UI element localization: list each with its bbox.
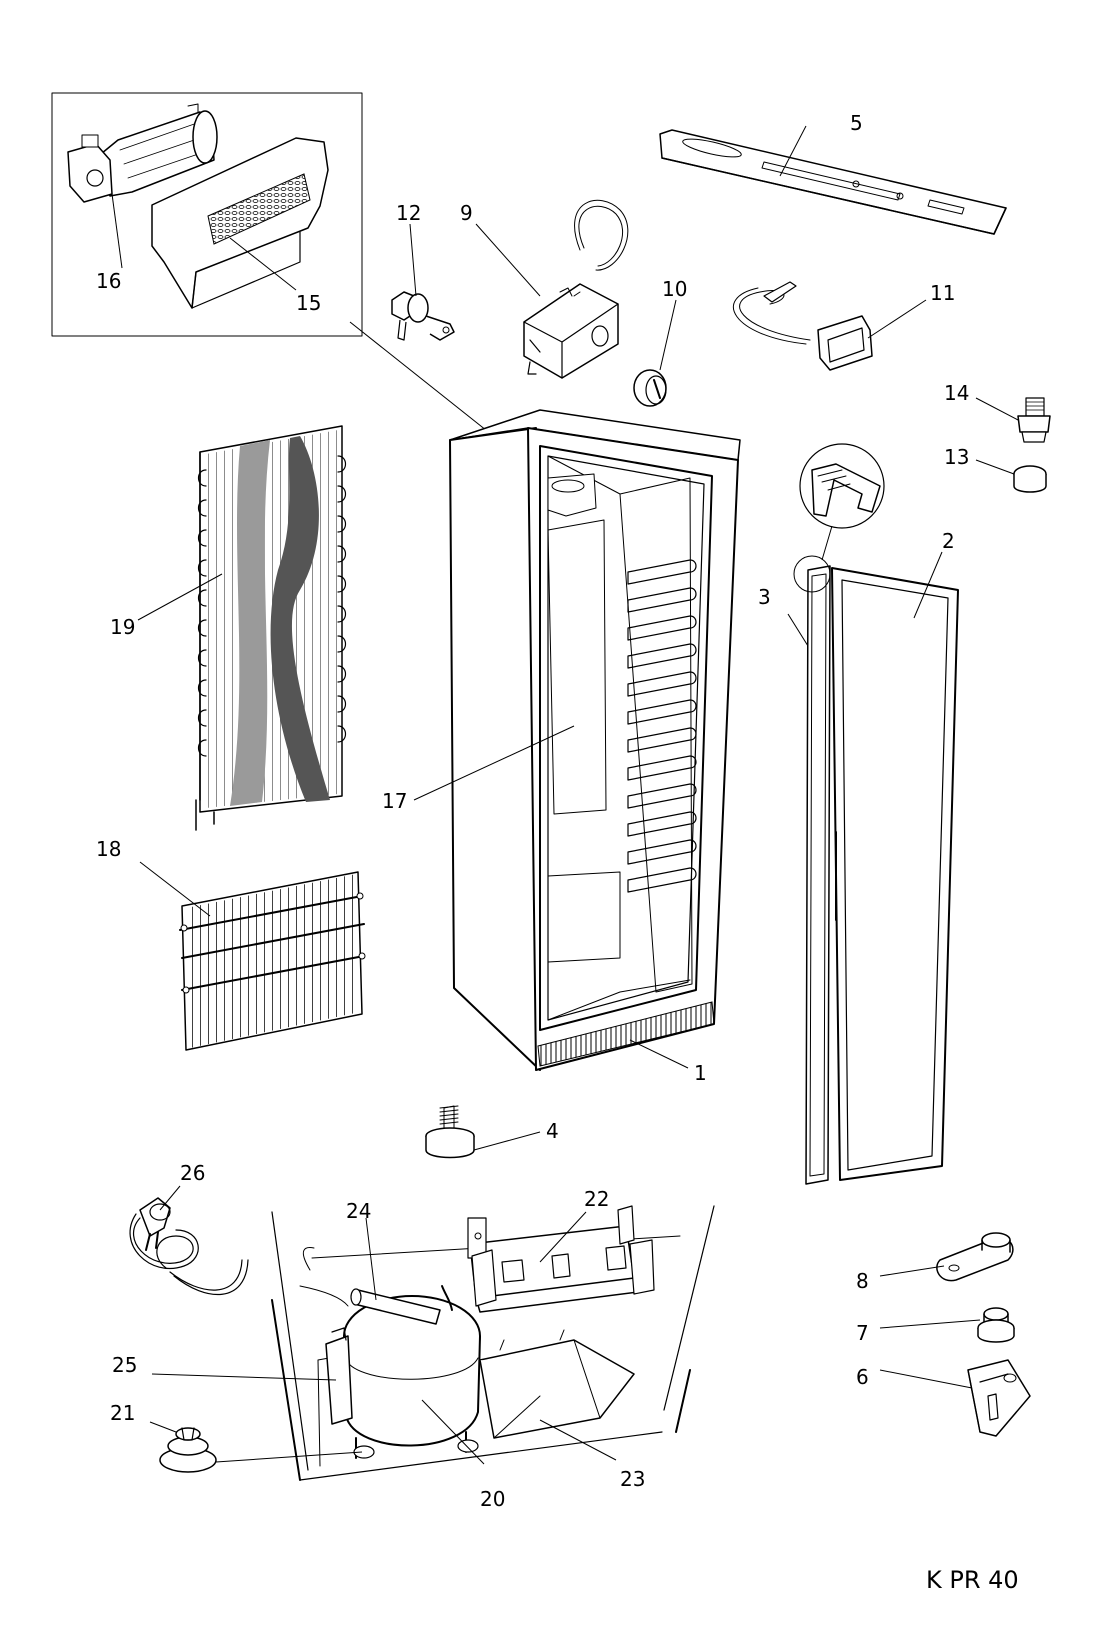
- part-13-cap: [1013, 465, 1047, 493]
- label-part-18: 18: [96, 837, 121, 861]
- label-part-19: 19: [110, 615, 135, 639]
- shelf-ribs: [627, 559, 697, 893]
- label-part-1: 1: [694, 1061, 707, 1085]
- part-15-fan-cover: [151, 137, 329, 309]
- label-part-23: 23: [620, 1467, 645, 1491]
- part-25-overload: [325, 1327, 353, 1425]
- part-12-lock: [391, 291, 455, 341]
- part-6-hinge: [967, 1359, 1031, 1437]
- label-part-21: 21: [110, 1401, 135, 1425]
- label-part-10: 10: [662, 277, 687, 301]
- part-19-evaporator: [195, 425, 347, 831]
- gasket-detail-callout: [793, 443, 885, 593]
- part-5-top-trim: [659, 129, 1007, 235]
- label-part-25: 25: [112, 1353, 137, 1377]
- label-part-9: 9: [460, 201, 473, 225]
- part-16-fan-motor: [67, 103, 218, 203]
- label-part-22: 22: [584, 1187, 609, 1211]
- label-part-2: 2: [942, 529, 955, 553]
- part-4-foot: [425, 1105, 475, 1159]
- label-part-12: 12: [396, 201, 421, 225]
- machine-compartment: [271, 1205, 715, 1481]
- fan-assembly-detail-box: [51, 92, 363, 337]
- model-code: K PR 40: [926, 1566, 1019, 1594]
- part-9-thermostat: [523, 199, 629, 379]
- label-part-7: 7: [856, 1321, 869, 1345]
- label-part-8: 8: [856, 1269, 869, 1293]
- evaporator-return-bends: [197, 455, 347, 757]
- label-part-11: 11: [930, 281, 955, 305]
- part-number-labels: 5 12 9 10 11 14 13 2 3 19 17 18 1 4 26 2…: [96, 111, 969, 1511]
- part-7-bushing: [977, 1307, 1015, 1343]
- part-21-grommet: [159, 1427, 217, 1473]
- part-18-condenser: [179, 871, 366, 1051]
- label-part-17: 17: [382, 789, 407, 813]
- leader-lines: [111, 125, 1019, 1465]
- label-part-20: 20: [480, 1487, 505, 1511]
- label-part-24: 24: [346, 1199, 371, 1223]
- label-part-14: 14: [944, 381, 969, 405]
- part-20-compressor: [299, 1285, 481, 1459]
- label-part-5: 5: [850, 111, 863, 135]
- part-8-hinge-bracket: [936, 1232, 1014, 1282]
- part-11-display-sensor: [733, 281, 873, 371]
- part-1-cabinet: [449, 409, 741, 1071]
- label-part-6: 6: [856, 1365, 869, 1389]
- part-3-door-gasket: [805, 565, 831, 1185]
- part-22-relay-bracket: [467, 1205, 655, 1313]
- label-part-15: 15: [296, 291, 321, 315]
- label-part-26: 26: [180, 1161, 205, 1185]
- label-part-13: 13: [944, 445, 969, 469]
- label-part-16: 16: [96, 269, 121, 293]
- label-part-4: 4: [546, 1119, 559, 1143]
- label-part-3: 3: [758, 585, 771, 609]
- part-23-drip-tray: [479, 1329, 635, 1439]
- part-26-power-cord: [129, 1197, 249, 1296]
- part-2-door: [831, 567, 959, 1181]
- part-10-knob: [633, 369, 667, 407]
- part-14-fitting: [1017, 397, 1051, 443]
